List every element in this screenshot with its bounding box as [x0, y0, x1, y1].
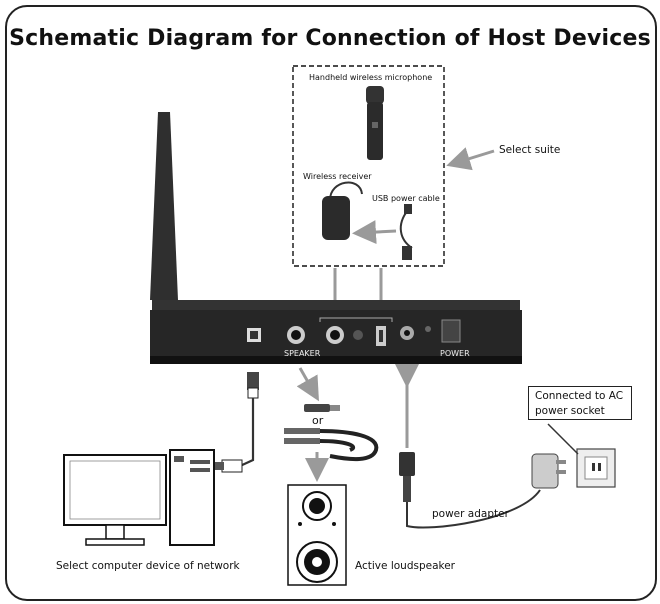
handheld-mic-label: Handheld wireless microphone: [309, 73, 433, 82]
computer-monitor-icon: [63, 454, 167, 546]
antenna-icon: [150, 112, 178, 300]
speaker-port-arrow: [296, 367, 319, 402]
adapter-plug-icon: [304, 404, 340, 412]
wall-socket-icon: [576, 448, 616, 488]
or-label: or: [312, 414, 324, 427]
ac-socket-callout: Connected to AC power socket: [528, 386, 632, 420]
cable-to-receiver-arrow: [352, 220, 397, 245]
loudspeaker-label: Active loudspeaker: [355, 560, 455, 572]
usb-cable-computer: [214, 372, 259, 473]
power-adapter-label: power adapter: [432, 508, 509, 520]
host-device: [150, 300, 522, 364]
power-port-label: POWER: [440, 349, 470, 358]
power-adapter-icon: [531, 453, 566, 489]
loudspeaker-icon: [287, 484, 347, 586]
wireless-receiver-label: Wireless receiver: [303, 172, 372, 181]
usb-cable-icon: [399, 204, 413, 260]
ac-socket-arrow: [547, 423, 571, 447]
diagram-title: Schematic Diagram for Connection of Host…: [9, 26, 651, 51]
wireless-receiver-icon: [322, 181, 363, 240]
pc-tower-icon: [169, 449, 215, 546]
select-suite-label: Select suite: [499, 144, 561, 156]
rca-cable-icon: [284, 428, 379, 462]
select-suite-arrow: [446, 147, 495, 171]
usb-cable-label: USB power cable: [372, 194, 440, 203]
select-suite-box: [292, 65, 445, 267]
speaker-port-label: SPEAKER: [284, 349, 321, 358]
handheld-microphone-icon: [366, 86, 384, 160]
computer-label: Select computer device of network: [56, 560, 240, 572]
power-cable: [395, 364, 541, 529]
